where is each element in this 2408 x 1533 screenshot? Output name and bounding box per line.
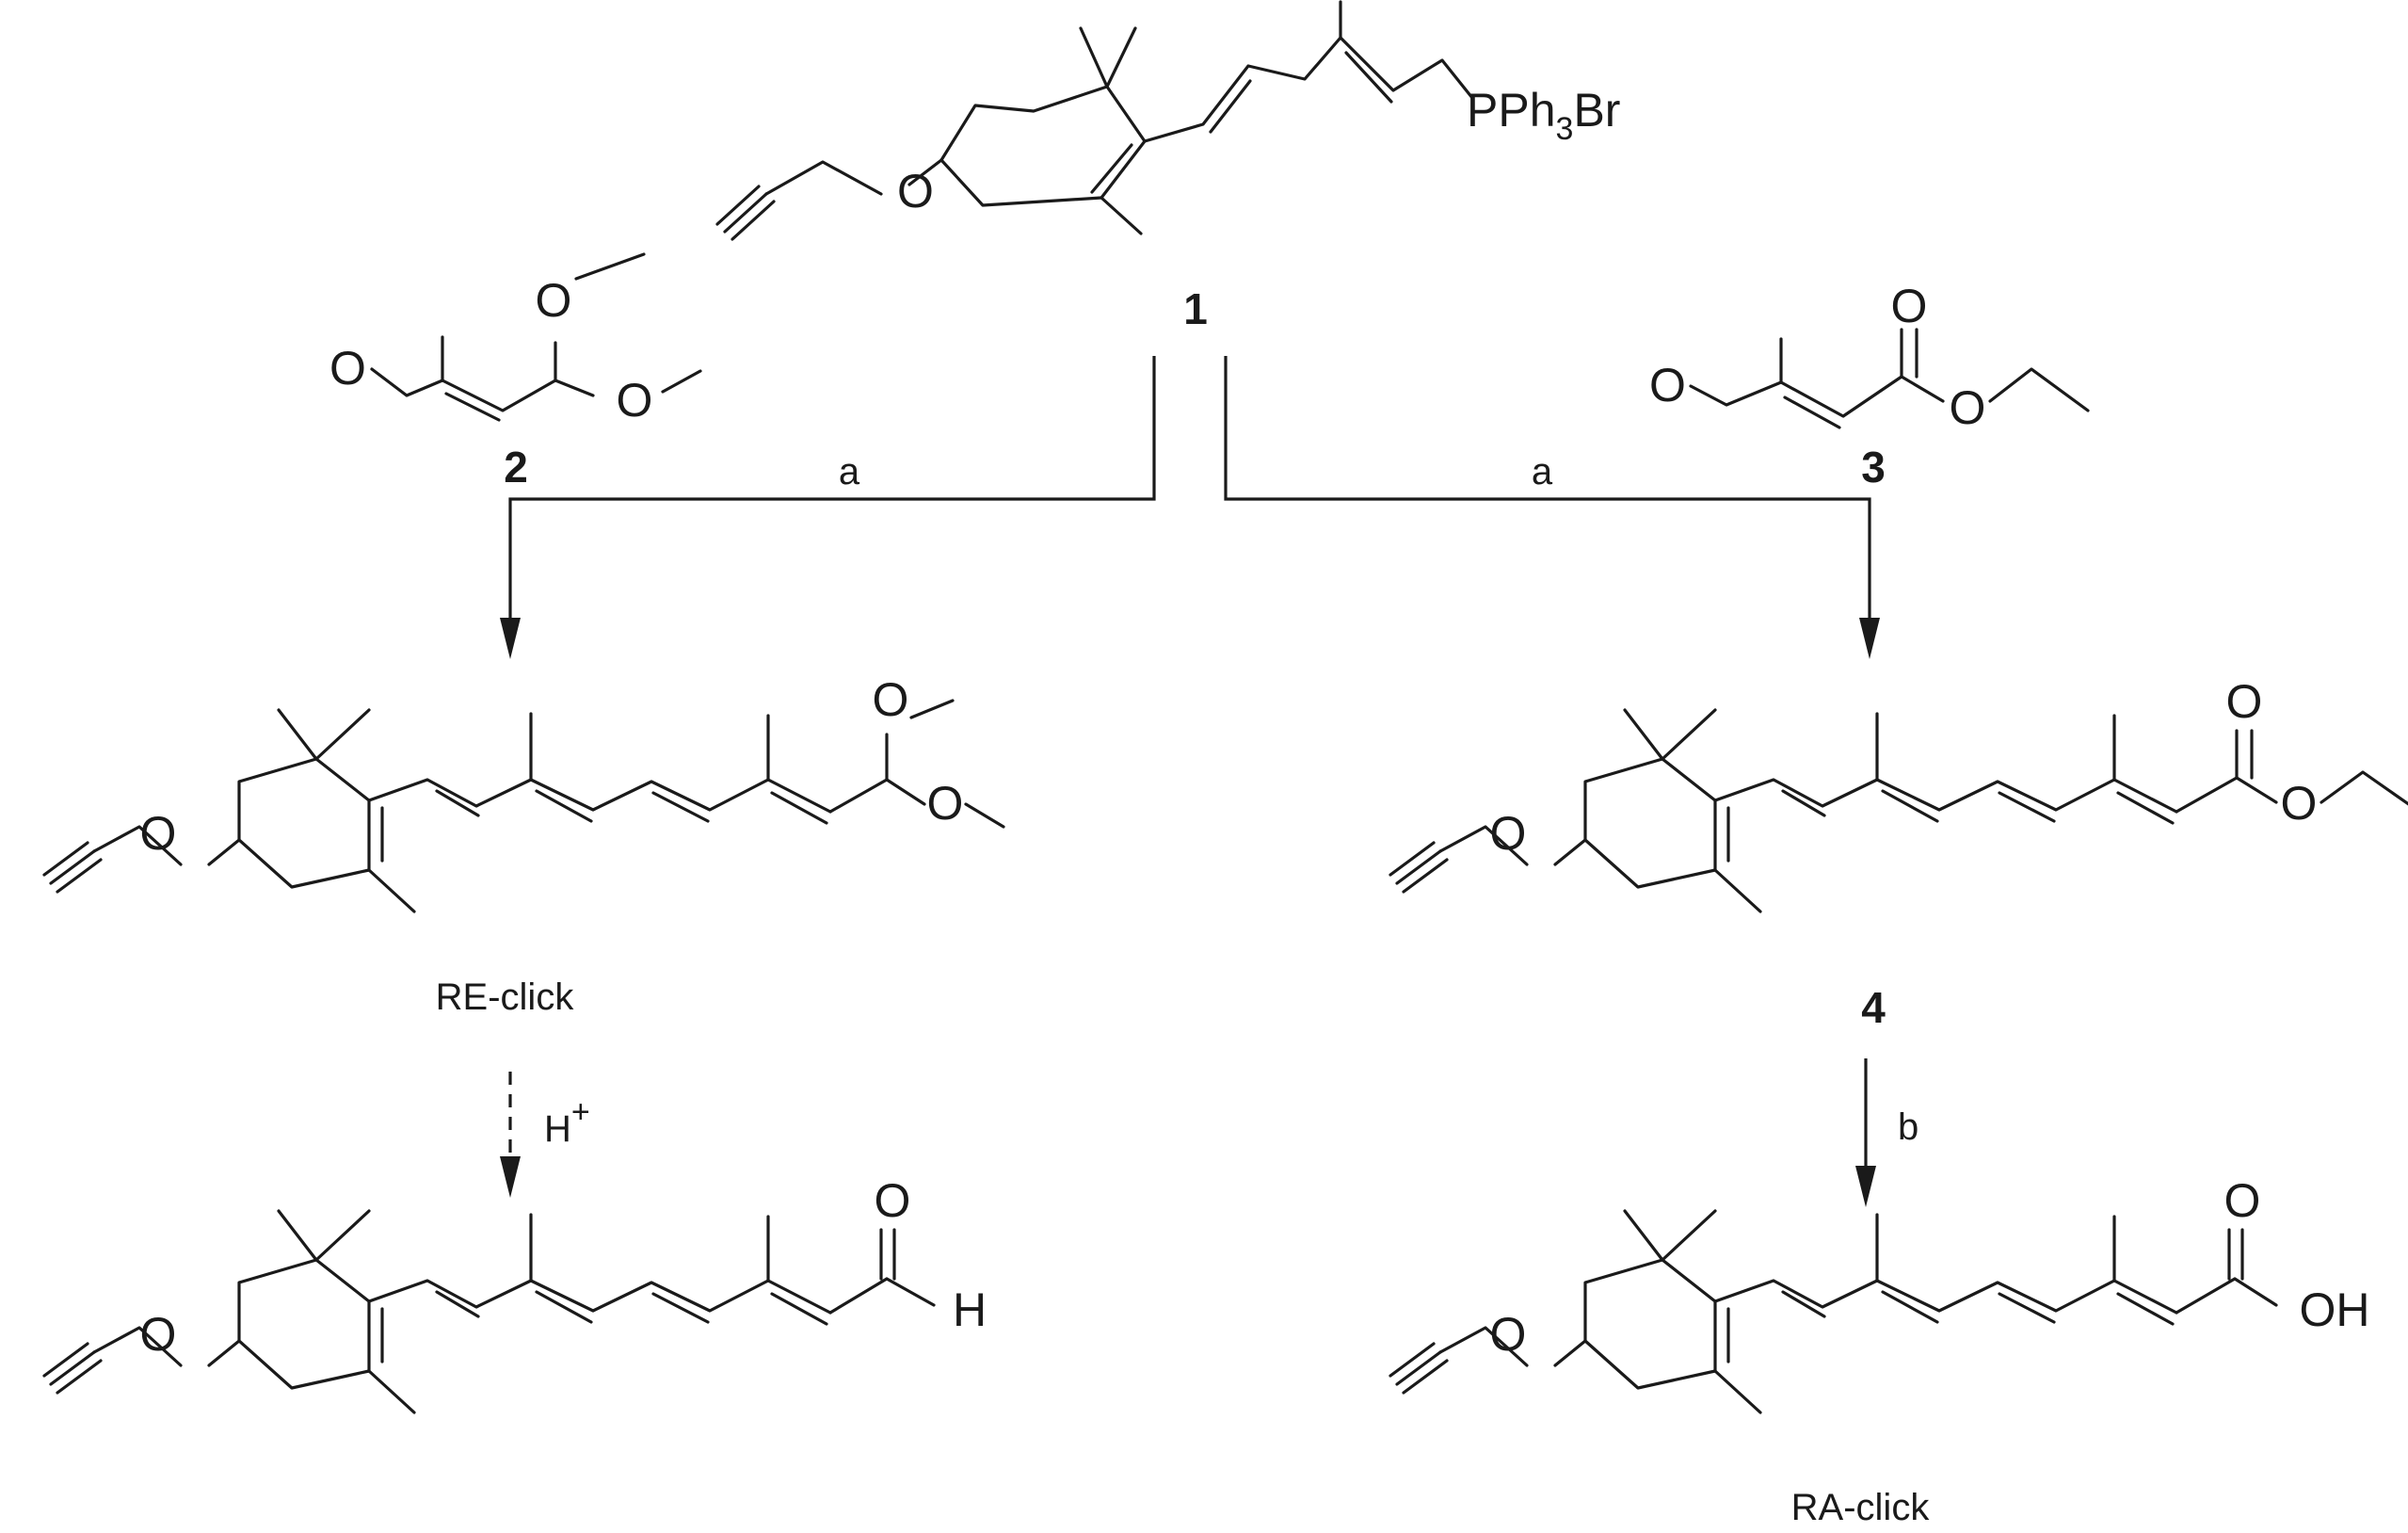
reaction-arrow-b [1855,1058,1876,1207]
compound-3-oxygen-aldehyde: O [1649,359,1686,411]
retinal-ether-oxygen: O [140,1308,177,1361]
reaction-arrow-acid [500,1072,521,1198]
compound-3-label: 3 [1861,443,1886,492]
ra-click-carbonyl-oxygen: O [2224,1174,2261,1227]
compound-2-oxygen-2: O [617,374,653,427]
compound-1-group-label: PPh3Br [1467,84,1620,147]
ra-click-ether-oxygen: O [1490,1308,1527,1361]
reagent-a-right: a [1532,451,1553,492]
reagent-a-left: a [839,451,860,492]
compound-2-oxygen-1: O [536,274,572,327]
compound-4-structure [1389,708,2408,913]
re-click-acetal-oxygen-1: O [873,673,909,726]
compound-4-ester-oxygen: O [2281,777,2318,830]
re-click-acetal-oxygen-2: O [927,777,964,830]
compound-3-structure [1689,328,2090,429]
ra-click-structure [1389,1209,2278,1414]
compound-1-oxygen: O [897,165,934,218]
reaction-arrow-a-right [1224,356,1880,659]
re-click-ether-oxygen: O [140,807,177,860]
retinal-product-structure [42,1209,936,1414]
reaction-arrow-a-left [500,356,1156,659]
compound-2-oxygen-aldehyde: O [329,342,366,395]
ra-click-hydroxyl: OH [2300,1283,2370,1336]
compound-4-carbonyl-oxygen: O [2226,675,2263,728]
reagent-b: b [1898,1106,1918,1148]
re-click-structure [42,699,1005,913]
retinal-aldehyde-hydrogen: H [953,1283,987,1336]
retinal-aldehyde-oxygen: O [875,1174,911,1227]
ra-click-name: RA-click [1791,1487,1931,1528]
compound-1-label: 1 [1183,284,1208,333]
compound-2-label: 2 [504,443,528,492]
compound-4-ether-oxygen: O [1490,807,1527,860]
compound-3-oxygen-ester: O [1950,381,1986,434]
compound-4-label: 4 [1861,983,1886,1032]
reagent-acid: H+ [544,1094,590,1150]
re-click-name: RE-click [436,976,575,1018]
compound-2-structure [370,252,702,422]
compound-3-oxygen-carbonyl: O [1891,280,1928,332]
compound-1-structure [715,0,1474,241]
